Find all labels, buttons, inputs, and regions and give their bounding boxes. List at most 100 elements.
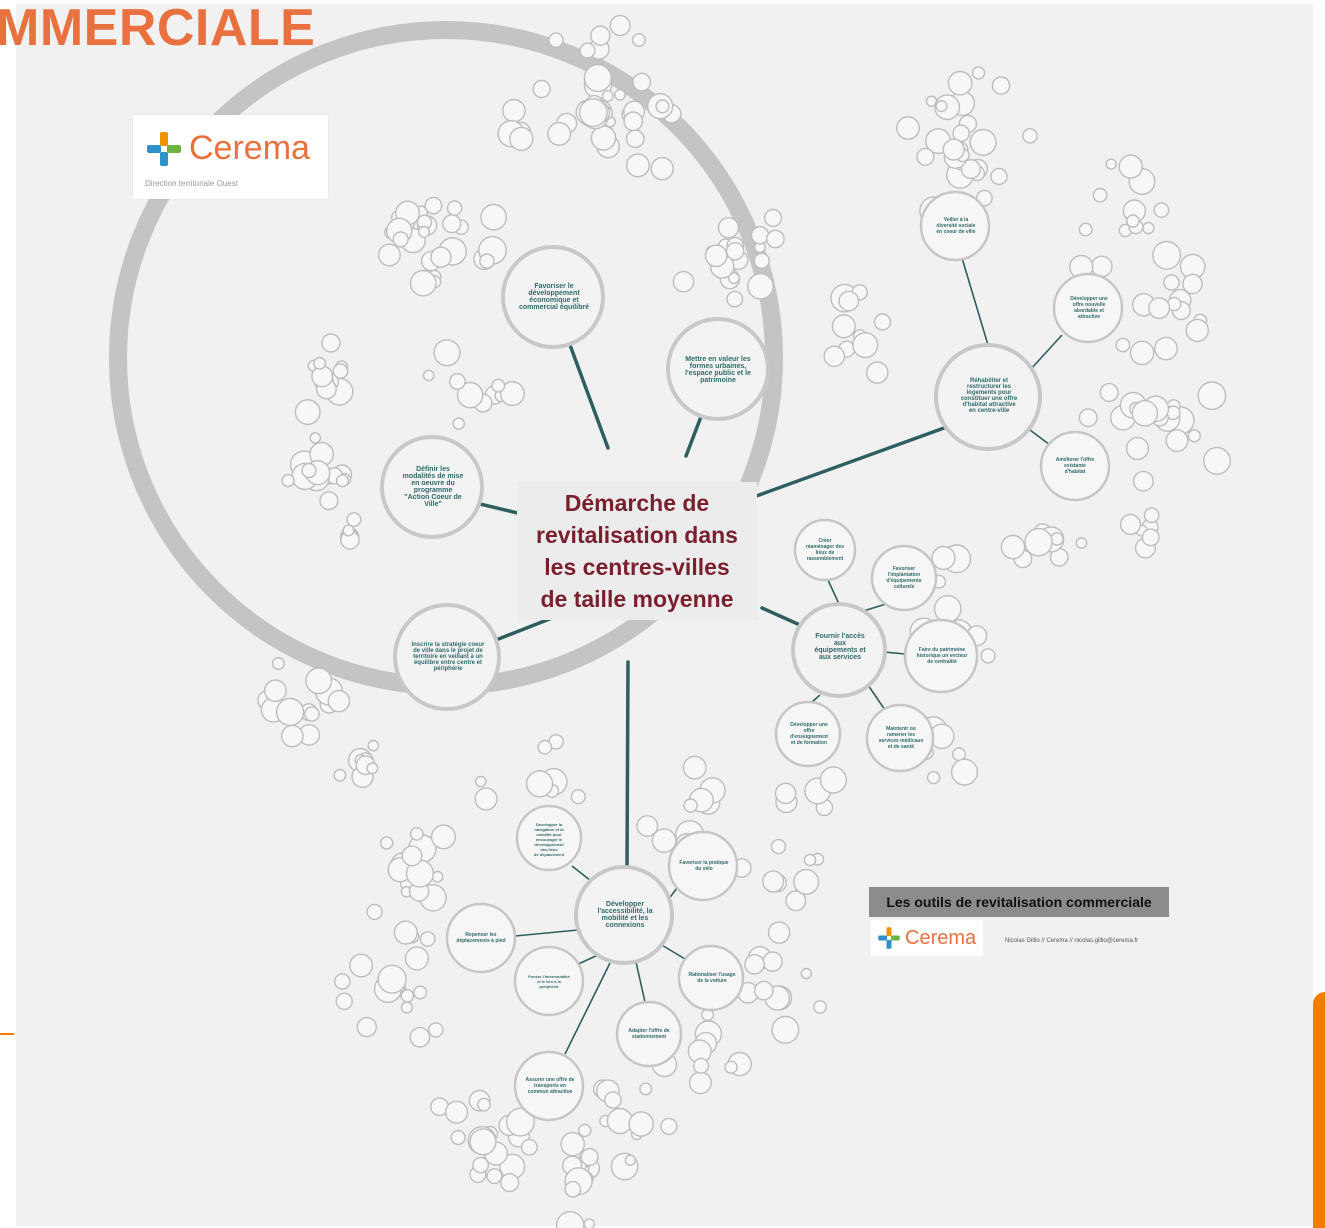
detail-bubble	[819, 766, 848, 794]
theme-mobility[interactable]: Développer l'accessibilité, la mobilité …	[597, 901, 653, 929]
detail-bubble	[409, 269, 437, 297]
detail-bubble	[580, 1147, 599, 1167]
detail-bubble	[628, 1111, 655, 1137]
theme-circle	[574, 865, 674, 965]
theme-action-coeur[interactable]: Définir les modalités de mise en oeuvre …	[402, 466, 464, 508]
detail-bubble	[990, 167, 1008, 186]
detail-bubble	[753, 252, 770, 269]
theme-equipment[interactable]: Fournir l'accès aux équipements et aux s…	[814, 633, 866, 661]
subtheme-circle	[865, 703, 935, 773]
detail-bubble	[933, 595, 962, 623]
main-connector	[494, 616, 554, 642]
detail-bubble	[767, 921, 791, 944]
sub-car-usage[interactable]: Rationaliser l'usage de la voiture	[688, 972, 736, 984]
detail-bubble	[1022, 127, 1038, 144]
main-connector	[568, 343, 610, 450]
orange-accent-line	[0, 1033, 14, 1035]
sub-parking[interactable]: Adapter l'offre de stationnement	[628, 1028, 670, 1040]
sub-health[interactable]: Maintenir ou ramener les services médica…	[878, 726, 924, 750]
main-connector	[760, 606, 802, 627]
detail-bubble	[1075, 537, 1088, 549]
detail-bubble	[614, 88, 626, 101]
detail-bubble	[636, 815, 659, 837]
detail-bubble	[301, 462, 317, 479]
theme-housing[interactable]: Réhabiliter et restructurer les logement…	[960, 378, 1018, 414]
detail-bubble	[724, 1060, 738, 1074]
detail-bubble	[1165, 429, 1189, 453]
detail-bubble	[321, 333, 341, 353]
detail-bubble	[342, 524, 355, 537]
detail-bubble	[692, 1057, 710, 1074]
detail-bubble	[583, 1218, 595, 1228]
branch-connector	[514, 929, 579, 937]
orange-accent-bar	[1313, 992, 1325, 1228]
central-topic-title: Démarche de revitalisation dans les cent…	[536, 490, 738, 612]
subtheme-circle	[793, 518, 857, 582]
sub-social-diversity[interactable]: Veiller à la diversité sociale en coeur …	[936, 217, 976, 235]
theme-circle	[393, 603, 501, 711]
central-topic[interactable]: Démarche de revitalisation dans les cent…	[517, 482, 757, 620]
subtheme-circle	[1039, 430, 1111, 502]
banner-title: Les outils de revitalisation commerciale	[886, 894, 1152, 910]
branch-connector	[867, 684, 886, 711]
detail-bubble	[762, 951, 783, 972]
theme-circle	[791, 602, 887, 698]
detail-bubble	[332, 363, 349, 379]
detail-bubble	[500, 1172, 520, 1193]
detail-bubble	[366, 903, 383, 921]
sub-cultural[interactable]: Favoriser l'implantation d'équipements c…	[886, 566, 922, 590]
detail-bubble	[1126, 214, 1140, 228]
branch-connector	[1029, 334, 1063, 371]
detail-bubble	[427, 1022, 444, 1038]
subtheme-circle	[919, 190, 991, 262]
sub-navigation[interactable]: Développer la navigation et la mobilité …	[533, 821, 565, 857]
detail-bubble	[823, 345, 846, 368]
theme-urban-forms[interactable]: Mettre en valeur les formes urbaines, l'…	[685, 356, 751, 384]
detail-bubble	[263, 679, 287, 703]
detail-bubble	[688, 1071, 712, 1095]
detail-bubble	[750, 225, 770, 245]
detail-bubble	[916, 147, 935, 166]
sub-transit[interactable]: Assurer une offre de transports en commu…	[525, 1077, 575, 1095]
sub-heritage[interactable]: Faire du patrimoine historique un vecteu…	[916, 647, 968, 665]
detail-bubble	[422, 369, 435, 382]
theme-territory[interactable]: Inscrire la stratégie coeur de ville dan…	[411, 642, 485, 672]
sub-new-offer[interactable]: Développer une offre nouvelle abordable …	[1070, 296, 1108, 320]
sub-intermodality[interactable]: Penser l'intermodalité et le lien à la p…	[528, 973, 570, 989]
sub-education[interactable]: Développer une offre d'enseignement et d…	[790, 722, 828, 746]
branch-connector	[827, 579, 840, 605]
detail-bubble	[1131, 399, 1159, 427]
detail-bubble	[866, 361, 889, 384]
detail-bubble	[400, 1001, 414, 1014]
detail-bubble	[409, 827, 424, 841]
detail-bubble	[1024, 527, 1053, 557]
detail-bubble	[1154, 336, 1178, 361]
detail-bubble	[419, 931, 436, 947]
theme-economic[interactable]: Favoriser le développement économique et…	[518, 283, 590, 311]
detail-bubble	[926, 770, 941, 785]
detail-bubble	[744, 954, 765, 975]
sub-cycling[interactable]: Favoriser la pratique du vélo	[679, 860, 729, 872]
cerema-small-logo: Cerema	[871, 920, 983, 956]
detail-bubble	[704, 244, 728, 268]
cerema-logo-icon	[147, 131, 181, 166]
cerema-small-logo-icon	[878, 927, 900, 949]
main-connector	[735, 426, 946, 505]
detail-bubble	[960, 159, 981, 180]
detail-bubble	[590, 25, 611, 46]
detail-bubble	[952, 747, 966, 762]
sub-existing-offer[interactable]: Améliorer l'offre existante d'habitat	[1055, 457, 1095, 475]
detail-bubble	[655, 99, 670, 114]
detail-bubble	[452, 417, 466, 430]
detail-bubble	[509, 126, 534, 152]
detail-bubble	[1197, 381, 1227, 411]
detail-bubble	[623, 111, 644, 132]
sub-walking[interactable]: Repenser les déplacements à pied	[456, 932, 506, 944]
branch-connector	[1029, 429, 1051, 446]
detail-bubble	[548, 32, 564, 49]
detail-bubble	[971, 66, 986, 80]
detail-bubble	[942, 138, 965, 161]
sub-gathering-places[interactable]: Créer réaménager des lieux de rassemblem…	[805, 538, 845, 562]
detail-bubble	[366, 762, 379, 775]
branch-connector	[811, 694, 821, 703]
